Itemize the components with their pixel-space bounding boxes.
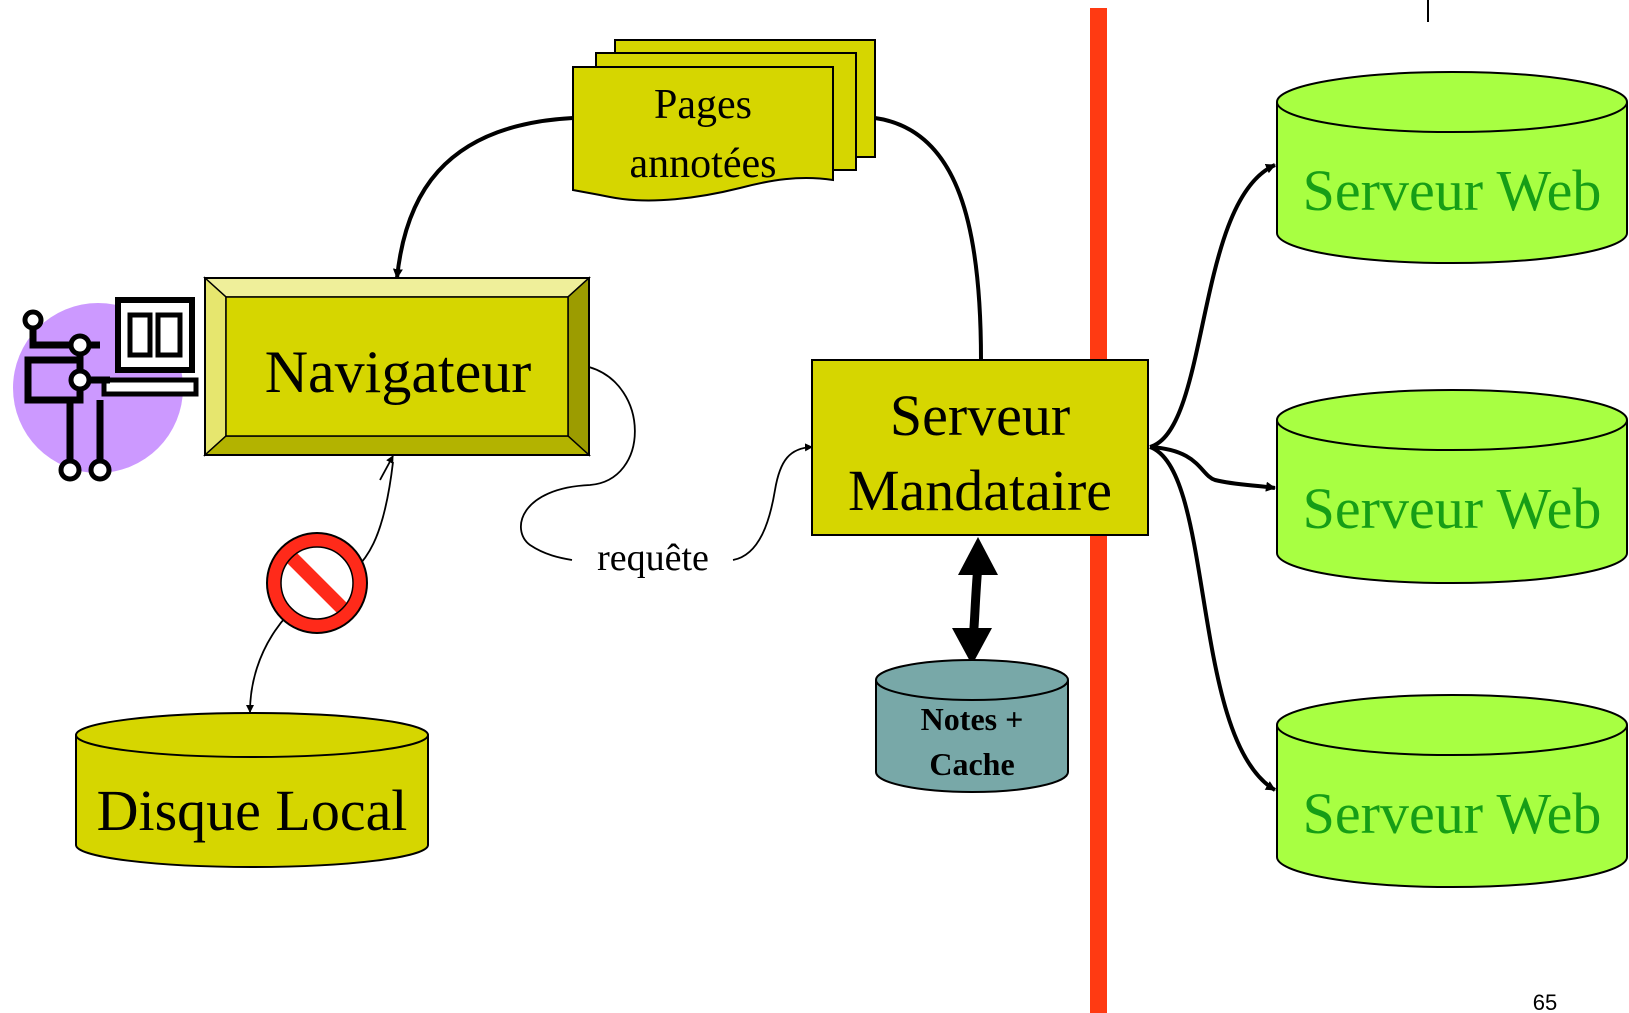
proxy-to-web1-arrow xyxy=(1149,163,1276,449)
browser-disk-link-top xyxy=(379,455,394,481)
browser-label: Navigateur xyxy=(265,339,532,405)
local-disk-cylinder: Disque Local xyxy=(75,712,429,868)
web-server-1: Serveur Web xyxy=(1276,71,1628,264)
cache-label-line2: Cache xyxy=(929,746,1014,782)
web-server-2-label: Serveur Web xyxy=(1303,476,1602,541)
annotated-pages-label-line1: Pages xyxy=(654,82,752,128)
pages-to-browser-arrow xyxy=(392,116,574,279)
proxy-label-line1: Serveur xyxy=(890,383,1070,448)
cache-label-line1: Notes + xyxy=(921,701,1024,737)
web-server-3: Serveur Web xyxy=(1276,694,1628,888)
web-server-1-label: Serveur Web xyxy=(1303,158,1602,223)
proxy-label-line2: Mandataire xyxy=(848,458,1112,523)
annotated-pages: Pages annotées xyxy=(572,39,876,202)
forbidden-icon xyxy=(266,532,368,634)
proxy-to-pages-line xyxy=(874,116,983,361)
cache-cylinder: Notes + Cache xyxy=(875,659,1069,793)
request-arrow xyxy=(520,366,636,561)
proxy-server-box: Serveur Mandataire xyxy=(811,359,1149,536)
local-disk-label: Disque Local xyxy=(97,778,408,843)
request-arrow-end xyxy=(732,443,813,561)
proxy-to-web2-arrow xyxy=(1149,445,1276,492)
annotated-pages-label-line2: annotées xyxy=(630,141,777,187)
web-server-3-label: Serveur Web xyxy=(1303,781,1602,846)
page-number: 65 xyxy=(1533,990,1557,1013)
browser-box: Navigateur xyxy=(203,276,591,457)
web-server-2: Serveur Web xyxy=(1276,389,1628,584)
computer-user-icon xyxy=(13,297,199,482)
proxy-to-web3-arrow xyxy=(1149,445,1277,792)
request-label: requête xyxy=(597,537,709,579)
